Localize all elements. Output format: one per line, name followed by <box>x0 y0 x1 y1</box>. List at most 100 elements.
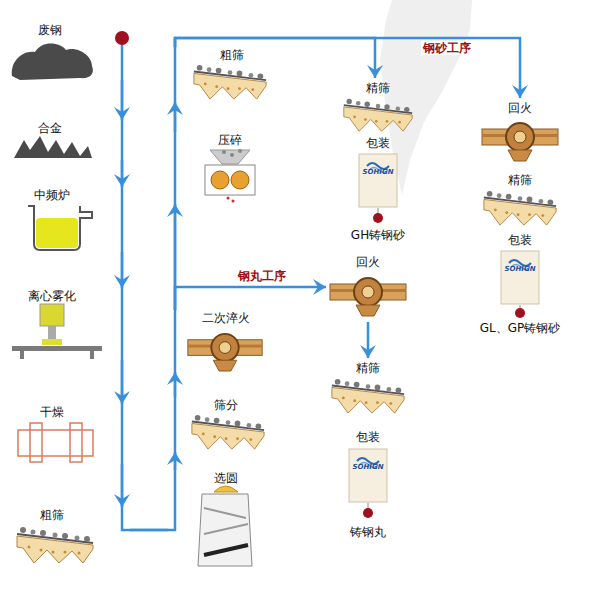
arrow-head <box>167 204 183 217</box>
grain <box>230 153 234 157</box>
flow-connector <box>175 38 383 78</box>
selector-shelf <box>204 524 248 534</box>
process-step: 回火 <box>478 98 563 166</box>
atomizer-platform <box>12 346 102 351</box>
fragment <box>232 200 235 203</box>
arrow-head <box>114 494 130 507</box>
step-label: 选圆 <box>214 471 238 485</box>
platform-leg <box>20 351 24 359</box>
arrow-head <box>114 391 130 404</box>
molten-metal <box>36 218 78 248</box>
flow-connector <box>175 279 326 310</box>
step-label: 离心雾化 <box>28 289 76 303</box>
process-step: 精筛 <box>325 358 411 420</box>
process-branch-label: 钢丸工序 <box>236 269 288 283</box>
flow-connector <box>167 452 183 470</box>
selector-belt <box>204 545 248 555</box>
process-step: 粗筛 <box>168 47 272 102</box>
scrap-pile <box>12 44 93 81</box>
process-step: 干燥 <box>5 404 130 464</box>
process-step: 包装 GL、GP铸钢砂 <box>462 232 578 338</box>
alloy-pile <box>14 136 92 158</box>
flow-connector <box>360 322 376 358</box>
flow-connector <box>167 102 183 132</box>
flow-connector <box>114 160 130 187</box>
flow-connector <box>114 80 130 120</box>
sieve-icon <box>194 65 266 99</box>
bag-icon <box>349 449 387 502</box>
step-label: 粗筛 <box>220 48 244 62</box>
crusher-roll <box>231 171 249 189</box>
arrow-head <box>512 85 528 98</box>
step-label: 精筛 <box>356 361 380 375</box>
arrow-head <box>167 372 183 385</box>
arrow-head <box>360 345 376 358</box>
step-label: 包装 <box>508 233 532 247</box>
step-label: 压碎 <box>218 133 242 147</box>
atomizer-stem <box>48 326 56 339</box>
bag-icon <box>501 251 539 304</box>
step-label: 筛分 <box>214 398 238 412</box>
flow-connector <box>175 38 528 98</box>
sieve-icon <box>17 527 93 563</box>
crusher-box <box>205 165 255 195</box>
temper-furnace-icon <box>482 123 558 161</box>
process-branch-label: 钢砂工序 <box>421 41 473 55</box>
step-label: 废钢 <box>38 23 62 37</box>
step-label: 干燥 <box>40 405 64 419</box>
step-label: 中频炉 <box>34 188 70 202</box>
product-name: GL、GP铸钢砂 <box>480 321 561 335</box>
step-label: 粗筛 <box>40 508 64 522</box>
brand-logo: SOHIGN <box>362 168 393 176</box>
brand-logo: SOHIGN <box>352 463 383 471</box>
bag-icon <box>359 154 397 207</box>
step-label: 包装 <box>356 430 380 444</box>
step-label: 精筛 <box>366 81 390 95</box>
temper-furnace-icon <box>330 278 406 316</box>
flow-connector <box>114 360 130 404</box>
sieve-icon <box>332 379 404 413</box>
flow-line <box>175 38 520 98</box>
grain <box>222 150 226 154</box>
process-step: 选圆 <box>168 470 272 570</box>
crusher-hopper <box>210 150 250 164</box>
product-dot <box>373 213 383 223</box>
round-selector-body <box>198 494 252 566</box>
flow-trunk <box>122 38 175 530</box>
process-step: 离心雾化 <box>5 288 130 360</box>
step-label: 包装 <box>366 136 390 150</box>
step-label: 合金 <box>38 121 62 135</box>
selector-shelf <box>204 508 246 518</box>
flow-line <box>175 287 326 310</box>
process-step: 二次淬火 <box>168 310 272 372</box>
sieve-icon <box>484 191 556 225</box>
process-step: 压碎 <box>168 132 272 204</box>
process-step: 筛分 <box>168 397 272 452</box>
fragment <box>227 197 230 200</box>
brand-logo: SOHIGN <box>504 265 535 273</box>
process-step: 粗筛 <box>5 507 130 569</box>
flow-connector <box>167 372 183 397</box>
flow-connector <box>114 252 130 288</box>
process-step: 精筛 <box>478 170 563 228</box>
product-dot <box>515 308 525 318</box>
arrow-head <box>114 275 130 288</box>
arrow-head <box>114 174 130 187</box>
atomizer-tank <box>40 304 64 326</box>
atomizer-disc <box>42 339 62 345</box>
furnace-outline <box>28 206 92 250</box>
arrow-head <box>167 452 183 465</box>
process-step: 包装GH铸钢砂 <box>335 135 425 245</box>
process-step: 回火 <box>326 252 410 322</box>
step-label: 回火 <box>356 255 380 269</box>
flow-line <box>130 529 168 532</box>
flow-line <box>175 38 375 78</box>
crusher-roll <box>211 171 229 189</box>
process-step: 中频炉 <box>5 187 130 252</box>
step-label: 精筛 <box>508 173 532 187</box>
platform-leg <box>90 351 94 359</box>
product-dot <box>363 508 373 518</box>
sieve-icon <box>192 415 264 449</box>
